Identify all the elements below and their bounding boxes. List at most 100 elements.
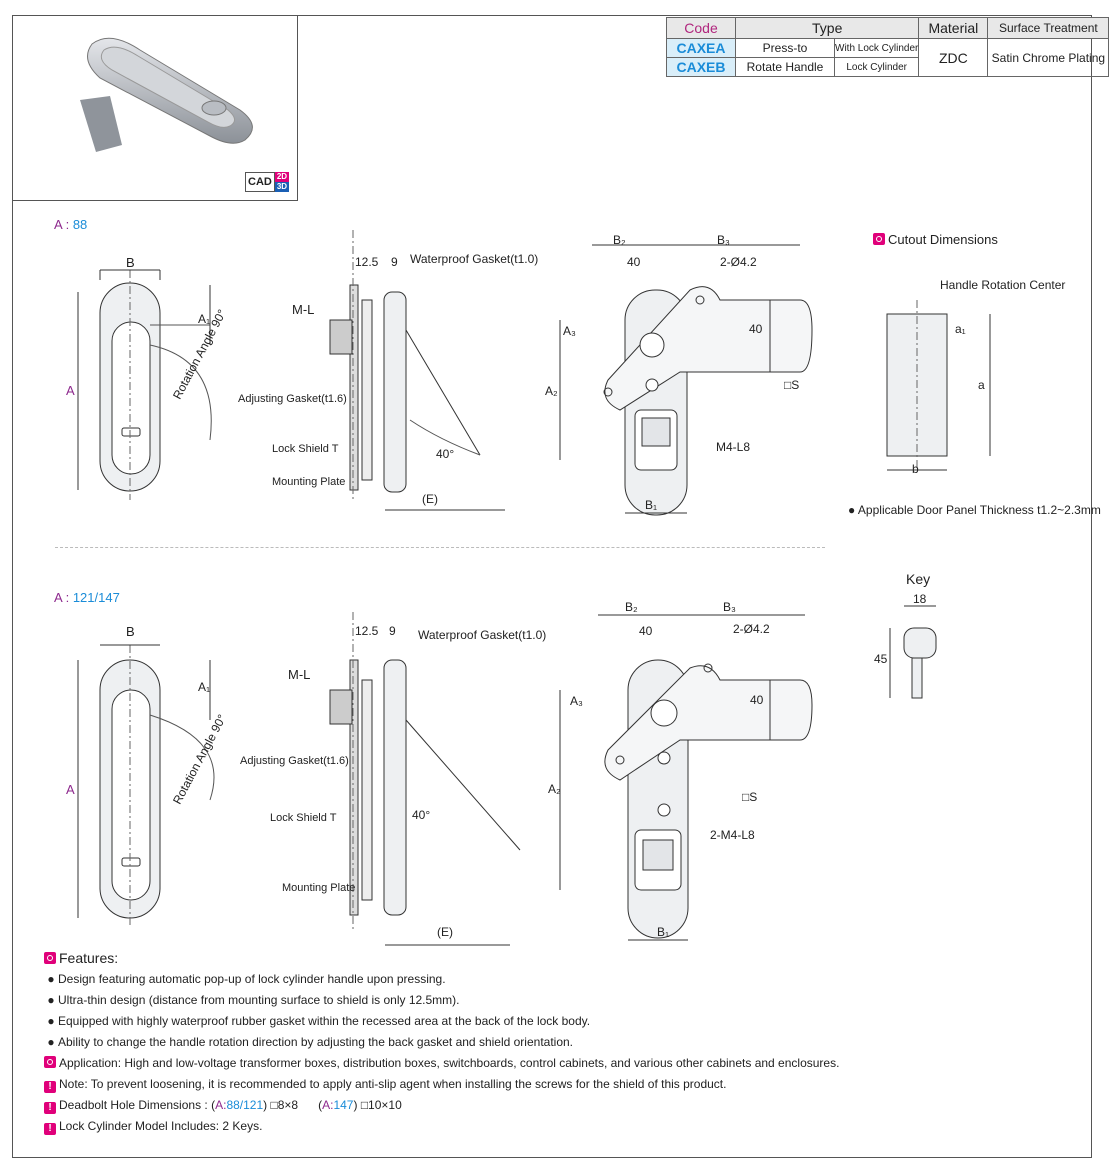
dim-b-2: B bbox=[126, 624, 135, 639]
application-text: Application: High and low-voltage transf… bbox=[59, 1056, 840, 1070]
feature-item: ●Ultra-thin design (distance from mounti… bbox=[44, 990, 839, 1011]
header-material: Material bbox=[918, 17, 989, 39]
section2-a-label: A : 121/147 bbox=[54, 590, 120, 605]
deadbolt-a2: A: bbox=[322, 1098, 334, 1112]
dim-40-2b: 40 bbox=[750, 693, 764, 707]
hole-label-2: 2-Ø4.2 bbox=[733, 622, 770, 636]
deadbolt-row: !Deadbolt Hole Dimensions : (A:88/121) □… bbox=[44, 1095, 839, 1116]
dim-b3-2: B₃ bbox=[723, 600, 736, 614]
bullet-icon: ● bbox=[47, 1014, 55, 1028]
features-title-text: Features: bbox=[59, 950, 119, 966]
cad-label: CAD bbox=[245, 172, 275, 192]
product-photo-box bbox=[12, 15, 298, 201]
cutout-a1: a₁ bbox=[955, 322, 966, 336]
angle-40-2: 40° bbox=[412, 808, 431, 822]
bullet-icon: ● bbox=[47, 1035, 55, 1049]
dim-40-2a: 40 bbox=[639, 624, 653, 638]
dim-125-1: 12.5 bbox=[355, 255, 379, 269]
section1-a-value: 88 bbox=[72, 217, 88, 232]
rotation-center-label: Handle Rotation Center bbox=[940, 278, 1066, 292]
mounting-plate-label-2: Mounting Plate bbox=[282, 882, 356, 894]
cad-2d-label: 2D bbox=[274, 172, 290, 182]
header-type: Type bbox=[734, 17, 920, 39]
cutout-a: a bbox=[978, 378, 985, 392]
note-text: Note: To prevent loosening, it is recomm… bbox=[59, 1077, 727, 1091]
bullet-icon: ● bbox=[848, 503, 858, 517]
circle-icon bbox=[44, 952, 56, 964]
m4-label-2: 2-M4-L8 bbox=[710, 828, 755, 842]
feature-item: ●Design featuring automatic pop-up of lo… bbox=[44, 969, 839, 990]
product-photo bbox=[80, 37, 253, 152]
panel-thickness: ● Applicable Door Panel Thickness t1.2~2… bbox=[848, 503, 1101, 517]
dim-b2-1: B₂ bbox=[613, 233, 626, 247]
deadbolt-a1: A: bbox=[215, 1098, 227, 1112]
feature-text: Equipped with highly waterproof rubber g… bbox=[58, 1014, 591, 1028]
dim-40-1b: 40 bbox=[749, 322, 763, 336]
m4-label-1: M4-L8 bbox=[716, 440, 751, 454]
features-title: Features: bbox=[44, 948, 839, 969]
cad-3d-label: 3D bbox=[274, 182, 290, 192]
dim-b3-1: B₃ bbox=[717, 233, 730, 247]
bullet-icon: ● bbox=[47, 993, 55, 1007]
bullet-icon: ● bbox=[47, 972, 55, 986]
section1-a-label: A : 88 bbox=[54, 217, 87, 232]
dim-b1-1: B₁ bbox=[645, 498, 658, 512]
dim-a3-1: A₃ bbox=[563, 324, 576, 338]
sq-s-1: □S bbox=[784, 378, 800, 392]
warning-icon: ! bbox=[44, 1102, 56, 1114]
dim-125-2: 12.5 bbox=[355, 624, 379, 638]
cutout-title: Cutout Dimensions bbox=[873, 232, 998, 247]
dim-b-1: B bbox=[126, 255, 135, 270]
code-caxea: CAXEA bbox=[666, 38, 736, 58]
mounting-plate-label-1: Mounting Plate bbox=[272, 476, 346, 488]
dim-a3-2: A₃ bbox=[570, 694, 583, 708]
features-section: Features: ●Design featuring automatic po… bbox=[44, 948, 839, 1137]
adjusting-gasket-label-1: Adjusting Gasket(t1.6) bbox=[238, 393, 347, 405]
dim-a-2: A bbox=[66, 782, 75, 797]
deadbolt-prefix: Deadbolt Hole Dimensions : bbox=[59, 1098, 208, 1112]
cutout-b: b bbox=[912, 462, 919, 476]
deadbolt-s2: □10×10 bbox=[360, 1098, 402, 1112]
circle-icon bbox=[873, 233, 885, 245]
section2-a-value: 121/147 bbox=[72, 590, 120, 605]
header-code: Code bbox=[666, 17, 736, 39]
deadbolt-v1: 88/121 bbox=[226, 1098, 264, 1112]
warning-icon: ! bbox=[44, 1123, 56, 1135]
dim-a1-1: A₁ bbox=[198, 312, 211, 326]
spec-table: Code Type Material Surface Treatment CAX… bbox=[666, 17, 1110, 77]
key-width: 18 bbox=[913, 592, 927, 606]
material-value: ZDC bbox=[918, 38, 989, 77]
key-height: 45 bbox=[874, 652, 888, 666]
ml-label-2: M-L bbox=[288, 667, 311, 682]
dim-a2-1: A₂ bbox=[545, 384, 558, 398]
cutout-title-text: Cutout Dimensions bbox=[888, 232, 998, 247]
dim-e-2: (E) bbox=[437, 925, 453, 939]
dim-b2-2: B₂ bbox=[625, 600, 638, 614]
dim-a2-2: A₂ bbox=[548, 782, 561, 796]
angle-40-1: 40° bbox=[436, 447, 455, 461]
ml-label-1: M-L bbox=[292, 302, 315, 317]
adjusting-gasket-label-2: Adjusting Gasket(t1.6) bbox=[240, 755, 349, 767]
deadbolt-s1: □8×8 bbox=[270, 1098, 299, 1112]
application-row: Application: High and low-voltage transf… bbox=[44, 1053, 839, 1074]
hole-label-1: 2-Ø4.2 bbox=[720, 255, 757, 269]
dim-a-1: A bbox=[66, 383, 75, 398]
dim-40-1a: 40 bbox=[627, 255, 641, 269]
keys-text: Lock Cylinder Model Includes: 2 Keys. bbox=[59, 1119, 263, 1133]
warning-icon: ! bbox=[44, 1081, 56, 1093]
feature-text: Ultra-thin design (distance from mountin… bbox=[58, 993, 460, 1007]
page-frame bbox=[12, 15, 1092, 1158]
feature-text: Design featuring automatic pop-up of loc… bbox=[58, 972, 446, 986]
note-row: !Note: To prevent loosening, it is recom… bbox=[44, 1074, 839, 1095]
dim-9-2: 9 bbox=[389, 624, 396, 638]
cad-badge[interactable]: CAD 2D 3D bbox=[245, 172, 290, 192]
surface-value: Satin Chrome Plating bbox=[987, 38, 1110, 77]
gasket-label-2: Waterproof Gasket(t1.0) bbox=[418, 628, 547, 642]
type-line-2: Rotate Handle bbox=[735, 57, 835, 77]
dim-a1-2: A₁ bbox=[198, 680, 211, 694]
dim-b1-2: B₁ bbox=[657, 925, 670, 939]
panel-thickness-text: Applicable Door Panel Thickness t1.2~2.3… bbox=[857, 503, 1101, 517]
section2-a-key: A : bbox=[54, 590, 70, 605]
subtype-lock: Lock Cylinder bbox=[833, 57, 920, 77]
